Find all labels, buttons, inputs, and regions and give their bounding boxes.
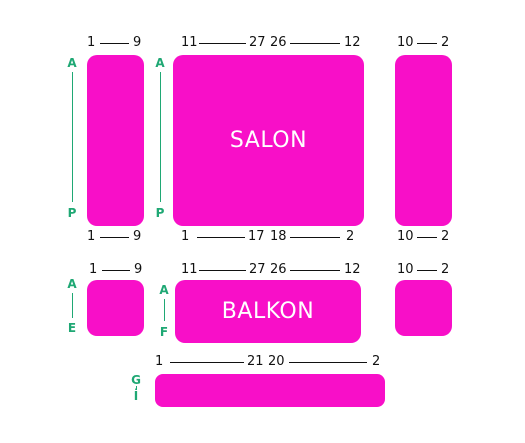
seat-number: 10 xyxy=(397,262,414,277)
row-label-last: F xyxy=(159,325,169,339)
row-label-first: A xyxy=(67,56,77,70)
seat-range-line xyxy=(417,270,437,271)
seat-number: 21 xyxy=(247,354,264,369)
seat-range-line xyxy=(197,237,245,238)
seat-number: 26 xyxy=(270,35,287,50)
seat-number: 2 xyxy=(441,229,450,244)
seat-number: 12 xyxy=(344,35,361,50)
seat-number: 2 xyxy=(441,262,450,277)
seat-number: 1 xyxy=(89,262,98,277)
seat-number: 1 xyxy=(181,229,190,244)
balkon-right-block[interactable] xyxy=(395,280,452,336)
seat-number: 17 xyxy=(248,229,265,244)
seat-number: 1 xyxy=(87,229,96,244)
seat-range-line xyxy=(199,43,246,44)
seat-number: 2 xyxy=(372,354,381,369)
seat-number: 10 xyxy=(397,229,414,244)
row-label-last: İ xyxy=(133,389,139,403)
seat-range-line xyxy=(417,43,437,44)
seat-range-line xyxy=(290,270,340,271)
seat-range-line xyxy=(199,270,246,271)
seat-number: 9 xyxy=(133,229,142,244)
seat-range-line xyxy=(100,43,129,44)
section-name: SALON xyxy=(229,128,308,153)
seat-range-line xyxy=(289,362,367,363)
seat-number: 27 xyxy=(249,35,266,50)
seat-number: 2 xyxy=(441,35,450,50)
seat-number: 11 xyxy=(181,262,198,277)
seat-range-line xyxy=(290,237,340,238)
row-label-last: E xyxy=(67,321,77,335)
seat-range-line xyxy=(417,237,437,238)
salon-right-block[interactable] xyxy=(395,55,452,226)
seat-number: 26 xyxy=(270,262,287,277)
row-label-first: A xyxy=(67,277,77,291)
seat-number: 10 xyxy=(397,35,414,50)
seat-range-line xyxy=(290,43,340,44)
salon-center-block[interactable]: SALON xyxy=(173,55,364,226)
salon-left-block[interactable] xyxy=(87,55,144,226)
seat-range-line xyxy=(102,270,130,271)
balkon-left-block[interactable] xyxy=(87,280,144,336)
row-range-line xyxy=(136,386,137,390)
row-range-line xyxy=(164,299,165,321)
seat-number: 2 xyxy=(346,229,355,244)
seat-number: 11 xyxy=(181,35,198,50)
section-name: BALKON xyxy=(221,299,315,324)
seat-number: 27 xyxy=(249,262,266,277)
seat-number: 12 xyxy=(344,262,361,277)
row-label-first: A xyxy=(155,56,165,70)
row-label-last: P xyxy=(67,206,77,220)
seat-number: 9 xyxy=(133,35,142,50)
seat-range-line xyxy=(170,362,244,363)
seat-number: 9 xyxy=(134,262,143,277)
seat-number: 20 xyxy=(268,354,285,369)
balkon-center-block[interactable]: BALKON xyxy=(175,280,361,343)
gallery-block[interactable] xyxy=(155,374,385,407)
seat-number: 18 xyxy=(270,229,287,244)
row-label-first: G xyxy=(131,373,141,387)
row-label-last: P xyxy=(155,206,165,220)
row-range-line xyxy=(160,72,161,202)
seat-number: 1 xyxy=(87,35,96,50)
row-range-line xyxy=(72,293,73,318)
row-range-line xyxy=(72,72,73,202)
seat-range-line xyxy=(100,237,129,238)
row-label-first: A xyxy=(159,283,169,297)
seat-number: 1 xyxy=(155,354,164,369)
